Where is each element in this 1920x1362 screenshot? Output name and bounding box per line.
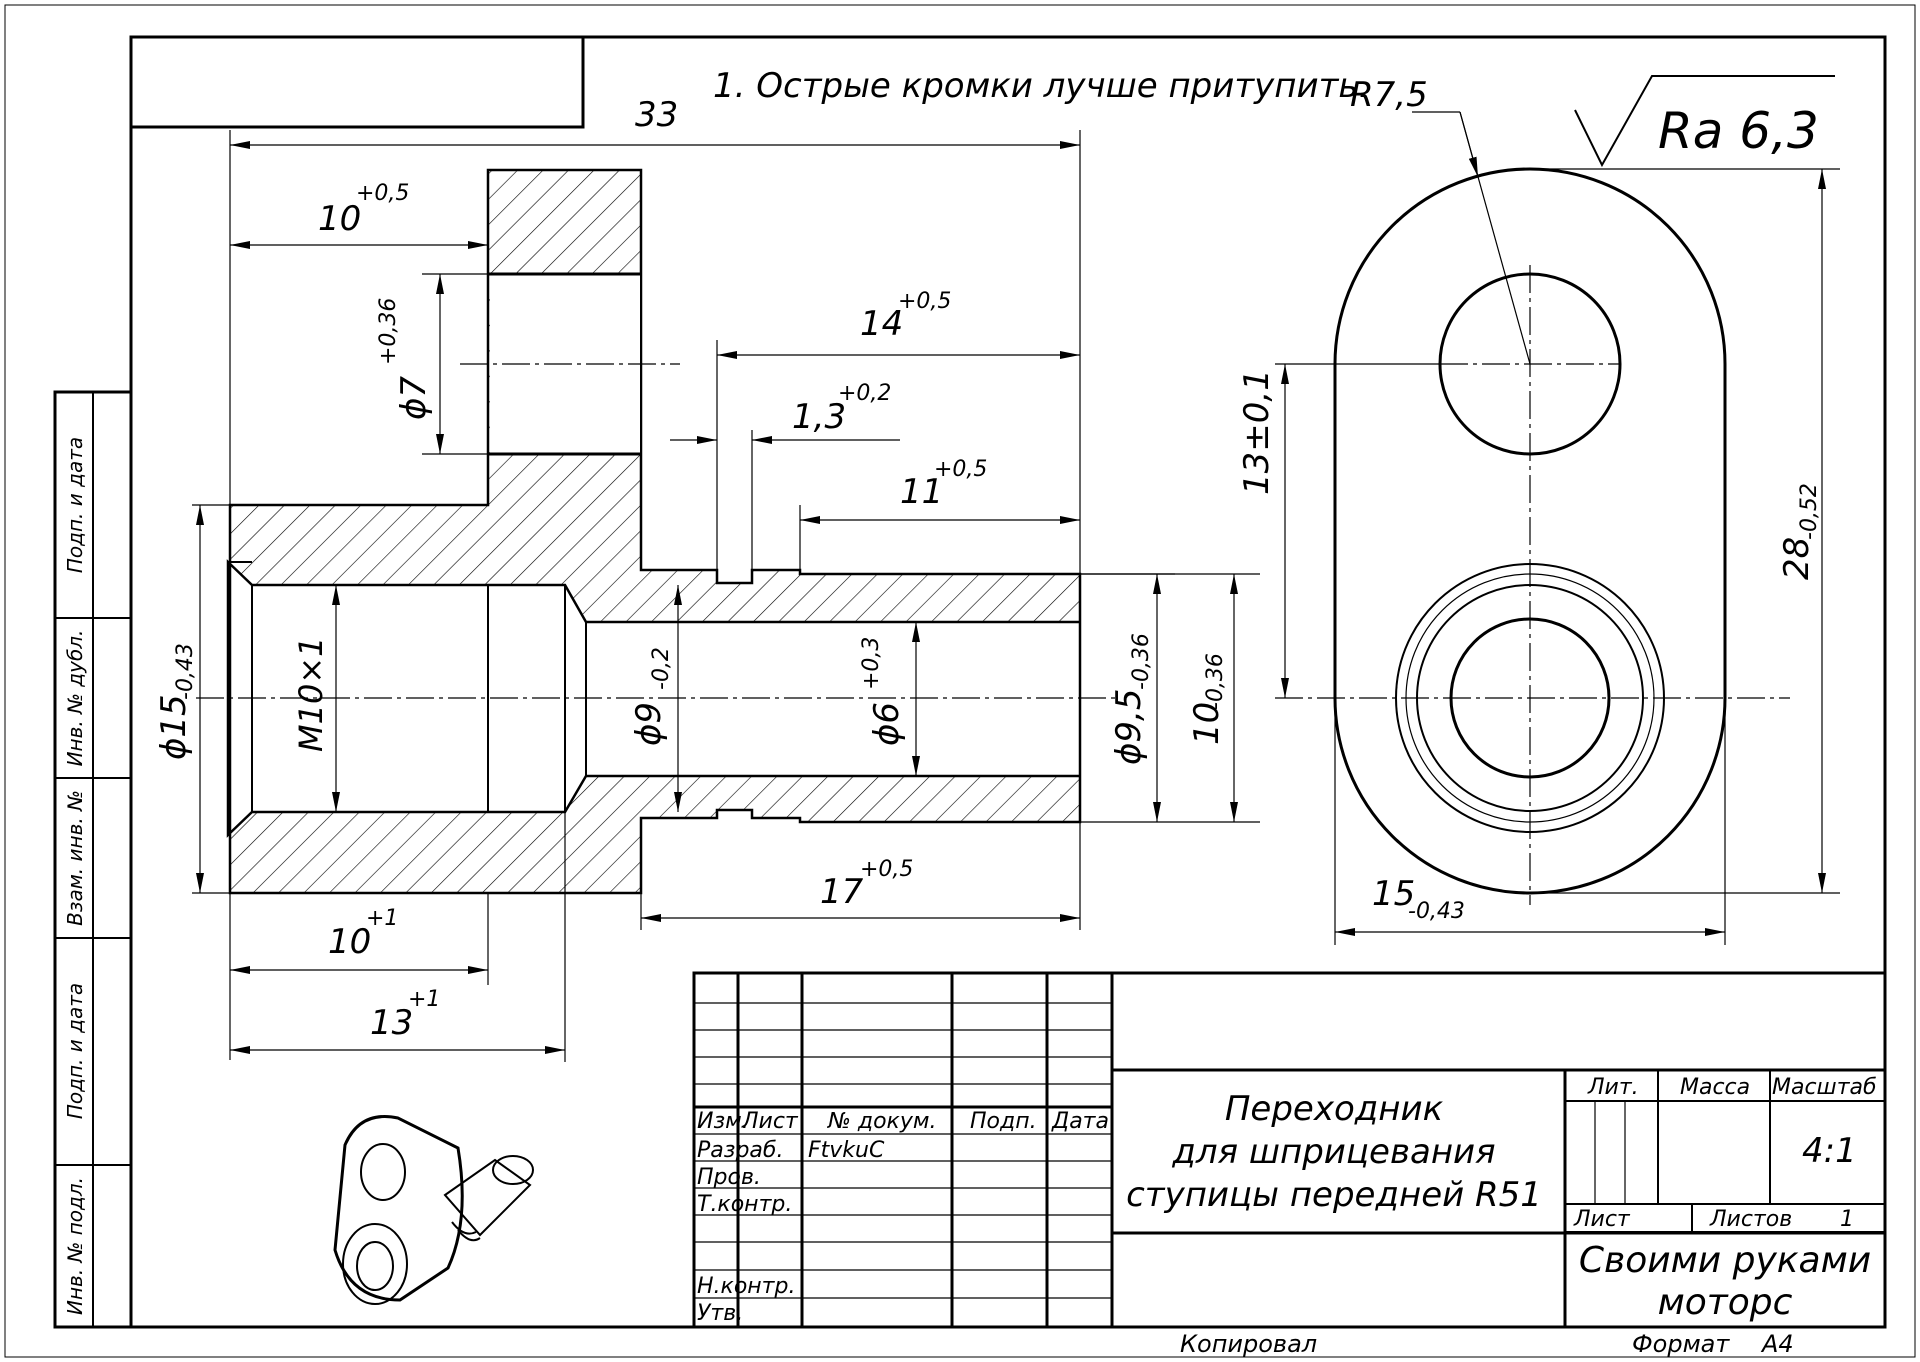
dim-11: 11 (900, 472, 943, 512)
tb-tkontr: Т.контр. (697, 1192, 792, 1217)
dim-phi7-tol: +0,36 (376, 298, 401, 365)
tb-org-line2: моторс (1658, 1282, 1793, 1323)
tb-listov-label: Листов (1709, 1207, 1792, 1232)
tb-massa: Масса (1680, 1075, 1750, 1100)
dim-10-plus1: 10 (328, 922, 371, 962)
dim-13-plus1-tol: +1 (408, 987, 440, 1012)
dim-13-pm-0-1: 13±0,1 (1237, 369, 1277, 495)
dim-17-tol: +0,5 (860, 857, 913, 882)
dim-phi6: ϕ6 (867, 702, 907, 746)
dim-11-tol: +0,5 (934, 457, 987, 482)
dim-10-top-tol: +0,5 (356, 181, 409, 206)
tb-list: Лист (741, 1109, 799, 1134)
side-stamp-vzam-inv: Взам. инв. № (63, 790, 87, 926)
sheet-outer-border (4, 4, 1916, 1358)
dim-phi9-tol: -0,2 (649, 647, 674, 690)
tb-podp: Подп. (970, 1109, 1037, 1134)
side-stamp: Инв. № подл. Подп. и дата Взам. инв. № И… (53, 390, 133, 1329)
tb-list-label: Лист (1573, 1207, 1631, 1232)
front-dimensions: 33 10 +0,5 ϕ7 +0,36 14 +0,5 1,3 +0,2 11 … (154, 95, 1260, 1062)
tb-title-line3: ступицы передней R51 (1126, 1175, 1542, 1215)
dim-phi7: ϕ7 (394, 376, 434, 420)
dim-phi9: ϕ9 (629, 702, 669, 746)
dim-phi15: ϕ15 (154, 694, 194, 760)
dim-14-tol: +0,5 (898, 289, 951, 314)
tb-scale-value: 4:1 (1802, 1131, 1857, 1171)
dim-17: 17 (820, 872, 864, 912)
tb-utv: Утв. (697, 1301, 743, 1326)
side-stamp-podp-data-1: Подп. и дата (63, 983, 87, 1119)
tb-prov: Пров. (697, 1165, 761, 1190)
dim-10-036: 10 (1187, 702, 1227, 745)
tb-org-line1: Своими руками (1579, 1240, 1871, 1281)
dim-15-side-tol: -0,43 (1408, 899, 1465, 924)
dim-10-top: 10 (318, 199, 361, 239)
top-left-box (129, 35, 585, 129)
front-section-view (196, 168, 1120, 895)
dim-m10x1: M10×1 (292, 637, 330, 753)
dim-phi9-5-tol: -0,36 (1129, 633, 1154, 690)
tb-docnum: № докум. (827, 1109, 936, 1134)
kopiroval-label: Копировал (1180, 1330, 1317, 1358)
dim-groove-1-3: 1,3 (792, 397, 846, 437)
isometric-view (333, 1115, 534, 1305)
dim-28-tol: -0,52 (1797, 483, 1822, 540)
dim-33: 33 (635, 95, 678, 135)
tb-razrab: Разраб. (697, 1138, 783, 1163)
roughness-symbol: Ra 6,3 (1574, 75, 1835, 168)
side-stamp-inv-podl: Инв. № подл. (63, 1177, 87, 1315)
dim-28: 28 (1777, 537, 1817, 580)
side-stamp-inv-dubl: Инв. № дубл. (63, 630, 87, 767)
dim-14: 14 (860, 304, 903, 344)
tb-title-line2: для шприцевания (1171, 1132, 1495, 1172)
dim-13-plus1: 13 (370, 1003, 413, 1043)
dim-phi9-5: ϕ9,5 (1109, 689, 1149, 766)
general-note: 1. Острые кромки лучше притупить. (713, 66, 1369, 106)
format-label: Формат (1632, 1330, 1730, 1358)
tb-izm: Изм. (697, 1109, 749, 1134)
tb-data: Дата (1051, 1109, 1109, 1134)
roughness-value: Ra 6,3 (1658, 102, 1819, 160)
dim-15-side: 15 (1372, 874, 1415, 914)
tb-razrab-name: FtvkuC (808, 1138, 885, 1163)
side-stamp-podp-data-2: Подп. и дата (63, 437, 87, 573)
tb-lit: Лит. (1587, 1075, 1639, 1100)
dim-groove-1-3-tol: +0,2 (838, 381, 891, 406)
dim-phi15-tol: -0,43 (173, 643, 198, 700)
title-block: Изм. Лист № докум. Подп. Дата Разраб. Ft… (692, 971, 1887, 1329)
tb-masshtab: Масштаб (1772, 1075, 1877, 1100)
tb-nkontr: Н.контр. (697, 1274, 795, 1299)
side-view: R7,5 13±0,1 28 -0,52 15 -0,43 (1237, 75, 1840, 945)
dim-phi6-tol: +0,3 (859, 637, 884, 690)
tb-listov-value: 1 (1840, 1207, 1854, 1232)
tb-title-line1: Переходник (1225, 1089, 1444, 1129)
dim-10-036-tol: -0,36 (1203, 653, 1228, 710)
dim-10-plus1-tol: +1 (366, 906, 398, 931)
dim-r7-5: R7,5 (1350, 75, 1428, 115)
format-value: А4 (1760, 1330, 1794, 1358)
